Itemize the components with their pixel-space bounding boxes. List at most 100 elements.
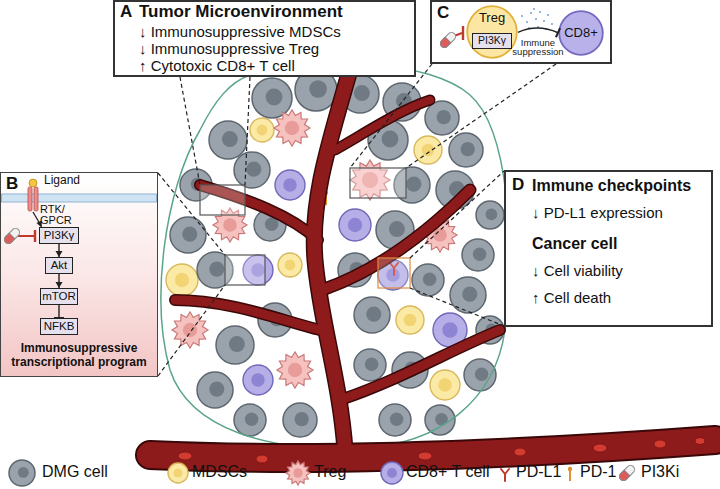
mdsc-cell	[166, 264, 198, 296]
cell-nucleus	[309, 80, 327, 98]
pd-1-symbol	[569, 470, 571, 481]
cytokine-dots	[521, 8, 553, 30]
cell-nucleus	[251, 373, 265, 387]
vessel-outline	[200, 185, 318, 240]
leader-line	[350, 64, 432, 168]
inhibition-line	[454, 33, 462, 36]
dmg-cell	[354, 349, 386, 381]
red-blood-cell	[695, 438, 705, 445]
red-blood-cells	[178, 438, 705, 464]
cytokine-dot	[547, 14, 549, 16]
cell-nucleus	[295, 412, 309, 426]
dmg-cell	[9, 460, 35, 486]
red-blood-cell	[256, 455, 268, 463]
pathway-box: PI3Kγ	[39, 227, 79, 244]
vessel-outline	[322, 190, 470, 290]
cell-nucleus	[18, 467, 29, 478]
annotation-label: RTK/ GPCR	[40, 204, 74, 226]
cell-nucleus	[245, 412, 258, 425]
cytokine-dot	[539, 11, 541, 13]
cell-nucleus	[293, 468, 303, 478]
blood-vessel	[340, 330, 500, 400]
pill-body	[618, 464, 636, 482]
legend-text: PI3Ki	[641, 463, 679, 481]
treg-cell	[286, 461, 310, 485]
panel-letter: A	[120, 3, 132, 22]
cytokine-dot	[530, 12, 532, 14]
ligand	[29, 179, 37, 187]
blood-vessel	[322, 190, 470, 290]
mdsc-cell	[414, 136, 442, 164]
panel-box: ATumor Microenvironment↓ Immunosuppressi…	[113, 0, 416, 77]
zoom-box	[378, 258, 410, 288]
cd8-cell	[381, 462, 403, 484]
node-text: mTOR	[42, 290, 76, 303]
zoom-box	[225, 255, 265, 285]
pd-1-symbol	[568, 467, 572, 471]
connector-line	[58, 244, 59, 257]
receptor	[28, 187, 32, 211]
mdsc-cell	[278, 253, 302, 277]
zoom-box	[350, 168, 406, 198]
connector	[54, 305, 64, 318]
inhibitor-pill	[3, 227, 21, 245]
cell-membrane	[2, 194, 157, 202]
node-text: Akt	[51, 259, 68, 272]
treg-cell	[172, 312, 208, 348]
legend-text: MDSCs	[192, 463, 247, 481]
cell-nucleus	[390, 412, 403, 425]
dmg-cell	[476, 201, 504, 229]
arrow-head	[56, 282, 63, 288]
panel-box: DImmune checkpoints↓ PD-L1 expressionCan…	[504, 170, 713, 327]
panel-letter: B	[6, 175, 18, 194]
cell-nucleus	[354, 85, 370, 101]
cell-nucleus	[437, 110, 451, 124]
cd8-cell	[275, 170, 305, 200]
pathway-box: Akt	[45, 257, 73, 274]
blood-vessel	[175, 300, 320, 330]
cell-nucleus	[229, 336, 245, 352]
node-text: CD8+	[564, 26, 598, 40]
legend-text: CD8+ T cell	[406, 463, 489, 481]
cell-nucleus	[223, 218, 237, 232]
inhibition-bar	[34, 230, 36, 242]
arrow-head	[56, 251, 63, 257]
zoom-box	[200, 185, 245, 215]
dmg-cell	[234, 404, 266, 436]
cd8-cell	[339, 209, 371, 241]
red-blood-cell	[593, 444, 607, 452]
annotation-label: Ligand	[44, 174, 80, 187]
cell-nucleus	[423, 272, 436, 285]
pathway-box: NFKB	[40, 318, 78, 335]
pill-body	[439, 31, 457, 49]
inhibition-bar	[556, 28, 560, 37]
signal-arrow	[33, 212, 40, 224]
dmg-cell	[170, 217, 206, 253]
cell-nucleus	[438, 378, 452, 392]
leader-lines	[158, 64, 556, 376]
dmg-cell	[425, 101, 459, 135]
vessel-outline	[335, 100, 430, 150]
treg-cell	[274, 110, 310, 146]
inhibition-bar	[54, 317, 64, 319]
leader-line	[158, 285, 225, 376]
dmg-cell	[252, 78, 292, 118]
dmg-cell	[449, 133, 483, 167]
mdsc-cell	[168, 463, 188, 483]
vessel-outline	[150, 440, 715, 458]
inhibition-bar	[462, 26, 464, 40]
panel-box: BImmunosuppressive transcriptional progr…	[0, 172, 158, 377]
connector	[518, 28, 560, 37]
pathway-box: PI3Kγ	[472, 33, 512, 49]
cell-nucleus	[475, 367, 488, 380]
cytokine-dot	[521, 15, 523, 17]
cell-nucleus	[246, 162, 261, 177]
cell-nucleus	[461, 142, 475, 156]
mdsc-cell	[430, 370, 460, 400]
cell-nucleus	[285, 121, 299, 135]
vessel-outline	[175, 300, 320, 330]
blood-vessel	[150, 440, 715, 458]
node-text: NFKB	[44, 320, 75, 333]
pill-half	[3, 233, 15, 245]
node-text: ↑ Cell death	[532, 290, 611, 307]
